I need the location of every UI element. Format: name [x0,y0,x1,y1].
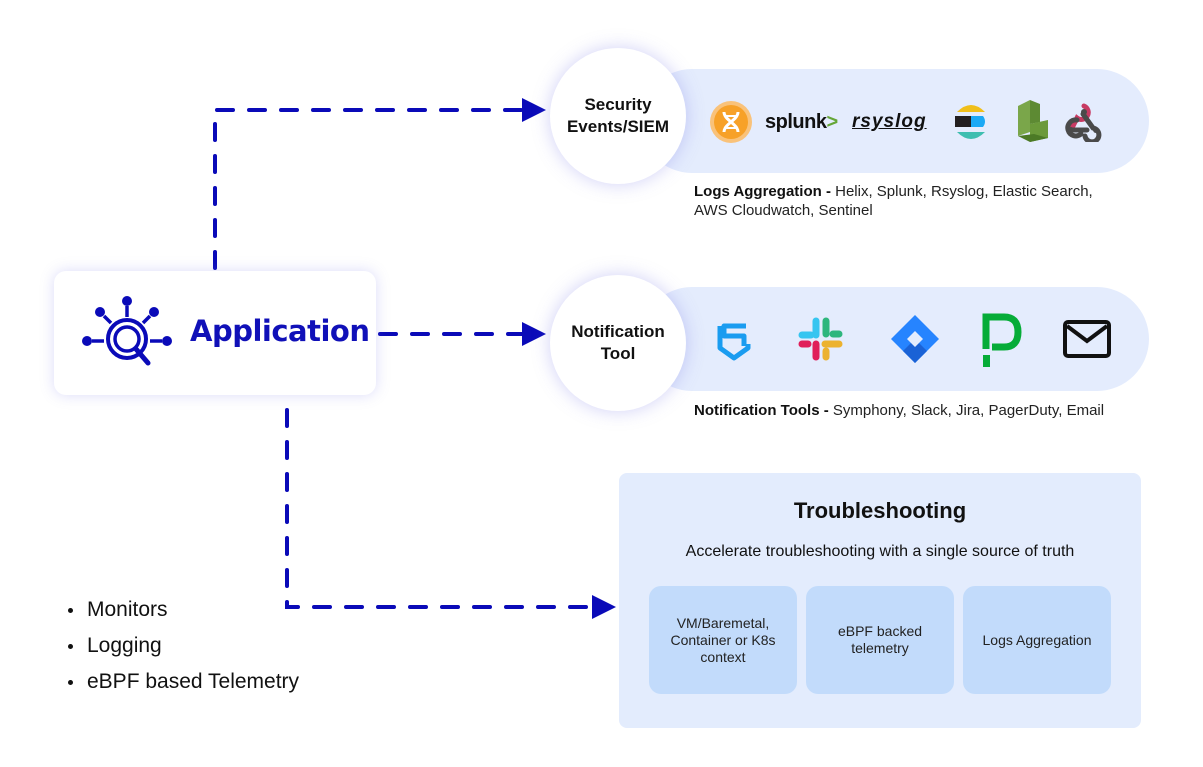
troubleshooting-title: Troubleshooting [793,498,967,523]
arrowhead-siem [522,98,546,122]
connector-app-to-siem [213,108,524,270]
rsyslog-logo: rsyslog [852,111,927,132]
observability-magnifier-icon [82,296,172,366]
elastic-logo [955,105,985,139]
feature-list: Monitors Logging eBPF based Telemetry [64,592,299,700]
bullet-icon [68,679,73,685]
aws-cloudwatch-icon [1018,100,1048,142]
pagerduty-icon [982,313,1022,367]
arrowhead-notification [522,322,546,346]
siem-caption-heading: Logs Aggregation - [694,183,836,200]
mail-icon [1063,320,1111,358]
feature-label: Logging [87,634,162,657]
siem-caption: Logs Aggregation - Helix, Splunk, Rsyslo… [694,182,1114,220]
notification-node[interactable]: Notification Tool [550,275,686,411]
webhook-icon [1065,103,1102,142]
connector-app-to-troubleshooting [285,408,594,609]
feature-item: Logging [64,628,299,664]
feature-item: eBPF based Telemetry [64,664,299,700]
splunk-logo: splunk> [765,110,839,133]
siem-title-line1: Security [584,95,652,114]
notification-title-line2: Tool [600,344,636,363]
feature-label: eBPF based Telemetry [87,670,300,693]
siem-node[interactable]: Security Events/SIEM [550,48,686,184]
jira-icon [891,315,939,363]
helix-dna-icon [710,101,752,143]
feature-item: Monitors [64,592,299,628]
bullet-icon [68,643,73,649]
slack-icon [798,317,843,361]
troubleshooting-card-logs[interactable]: Logs Aggregation [963,586,1111,694]
symphony-shield-icon [717,323,751,361]
troubleshooting-card-context[interactable]: VM/Baremetal, Container or K8s context [649,586,797,694]
arrowhead-troubleshooting [592,595,616,619]
troubleshooting-card-ebpf[interactable]: eBPF backed telemetry [806,586,954,694]
feature-label: Monitors [87,598,168,621]
notification-title-line1: Notification [571,322,665,341]
siem-title-line2: Events/SIEM [566,117,670,136]
notification-caption-text: Symphony, Slack, Jira, PagerDuty, Email [832,402,1105,419]
bullet-icon [68,607,73,613]
application-label: Application [190,314,370,348]
notification-caption: Notification Tools - Symphony, Slack, Ji… [694,401,1114,420]
notification-caption-heading: Notification Tools - [694,402,833,419]
troubleshooting-subtitle: Accelerate troubleshooting with a single… [685,543,1075,560]
siem-caption-text: Helix, Splunk, Rsyslog, Elastic Search, … [694,183,1093,219]
